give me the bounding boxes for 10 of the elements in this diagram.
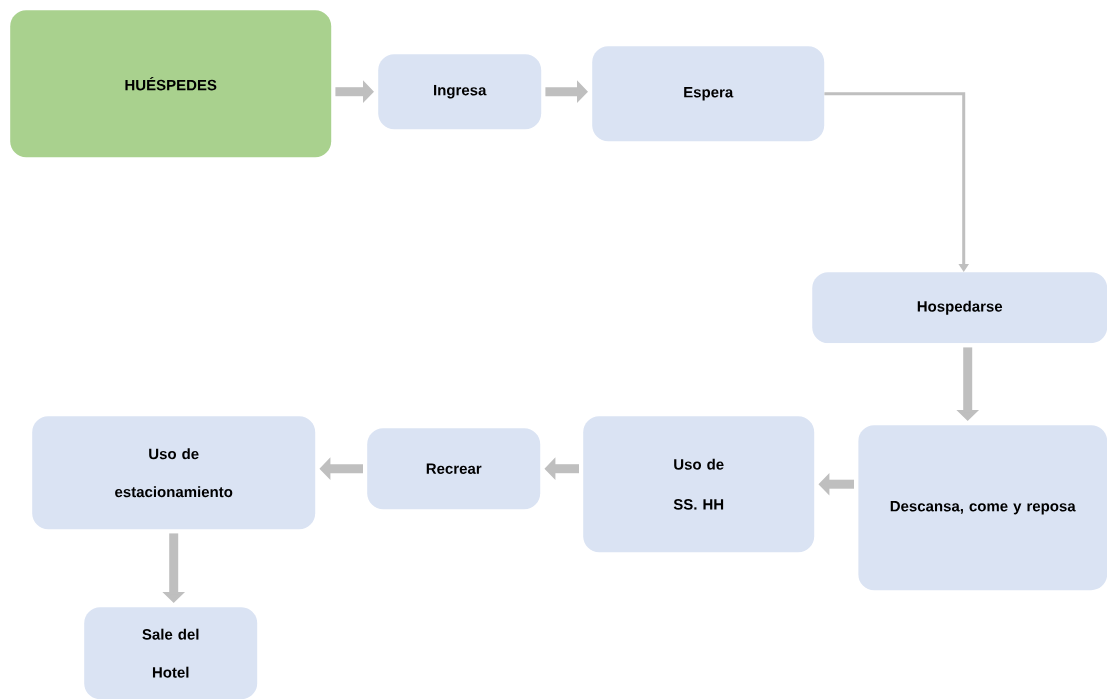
process-box: HUÉSPEDES — [10, 10, 332, 158]
process-box: Sale del Hotel — [84, 607, 258, 699]
process-box: Ingresa — [378, 54, 542, 130]
process-box: Descansa, come y reposa — [858, 425, 1107, 591]
process-box: Uso de SS. HH — [583, 416, 815, 553]
process-box: Uso de estacionamiento — [32, 416, 316, 530]
process-box: Hospedarse — [812, 272, 1107, 344]
arrow — [824, 92, 969, 272]
process-box: Recrear — [367, 428, 541, 510]
process-box: Espera — [592, 46, 825, 142]
